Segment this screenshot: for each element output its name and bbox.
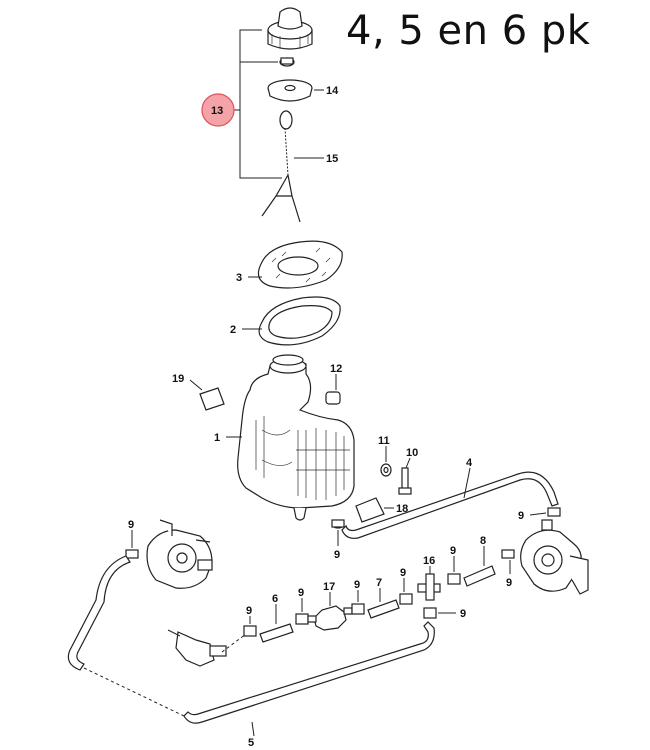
callout-9-pump-top: 9	[518, 510, 524, 522]
fuel-tank[interactable]	[237, 354, 355, 521]
clamp-9-pump-side[interactable]	[501, 549, 515, 559]
cap-gasket-14[interactable]	[267, 79, 313, 102]
fuel-pump-right[interactable]	[520, 519, 589, 595]
clamp-9-17[interactable]	[351, 603, 365, 615]
callout-9-tank: 9	[334, 549, 340, 561]
callout-9-6b: 9	[298, 587, 304, 599]
callout-14: 14	[326, 85, 339, 97]
callout-13: 13	[211, 105, 223, 117]
dashed-link	[83, 667, 185, 717]
clamp-9-t[interactable]	[423, 607, 437, 619]
callout-6: 6	[272, 593, 278, 605]
callout-10: 10	[406, 447, 418, 459]
page-title: 4, 5 en 6 pk	[346, 8, 591, 54]
callout-9-left-pump: 9	[128, 519, 134, 531]
highlight-callout-13	[201, 93, 235, 127]
callout-19: 19	[172, 373, 184, 385]
sticker-19[interactable]	[199, 387, 225, 411]
callout-12: 12	[330, 363, 342, 375]
clamp-9-tank[interactable]	[331, 519, 345, 529]
callout-9-8: 9	[450, 545, 456, 557]
fuel-connector[interactable]	[167, 629, 227, 667]
callout-16: 16	[423, 555, 435, 567]
callout-5: 5	[248, 737, 254, 749]
clamp-9-6b[interactable]	[295, 613, 309, 625]
fitting-12[interactable]	[325, 391, 341, 405]
callout-17: 17	[323, 581, 335, 593]
hose-8[interactable]	[463, 565, 496, 587]
gasket-2[interactable]	[258, 296, 341, 346]
callout-9-7: 9	[400, 567, 406, 579]
callout-9-pump-side: 9	[506, 577, 512, 589]
callout-3: 3	[236, 272, 242, 284]
callout-9-17: 9	[354, 579, 360, 591]
callout-18: 18	[396, 503, 408, 515]
callout-15: 15	[326, 153, 338, 165]
callout-11: 11	[378, 435, 390, 447]
callout-9-t: 9	[460, 608, 466, 620]
cap-nut	[279, 57, 295, 67]
gasket-3[interactable]	[257, 240, 343, 289]
callout-2: 2	[230, 324, 236, 336]
bolt-10[interactable]	[398, 467, 412, 495]
dashed-link-2	[221, 633, 247, 653]
washer-11[interactable]	[380, 463, 392, 477]
hose-5[interactable]	[183, 621, 435, 724]
t-connector-16[interactable]	[417, 573, 441, 601]
callout-4: 4	[466, 457, 473, 469]
hose-4[interactable]	[341, 471, 559, 539]
clamp-9-pump-top[interactable]	[547, 507, 561, 517]
clamp-9-7[interactable]	[399, 593, 413, 605]
callout-7: 7	[376, 577, 382, 589]
clamp-9-8[interactable]	[447, 573, 461, 585]
pad-18[interactable]	[355, 497, 385, 523]
fuel-filter-17[interactable]	[307, 605, 353, 631]
callout-8: 8	[480, 535, 486, 547]
fuel-cap[interactable]	[267, 7, 313, 50]
hose-7[interactable]	[367, 599, 400, 619]
fuel-pump-left[interactable]	[146, 519, 213, 589]
callout-1: 1	[214, 432, 220, 444]
cap-strap-15[interactable]	[261, 110, 301, 223]
callout-9-6: 9	[246, 605, 252, 617]
clamp-9-left-pump[interactable]	[125, 549, 139, 559]
clamp-9-6[interactable]	[243, 625, 257, 637]
hose-6[interactable]	[259, 623, 294, 643]
hose-left-loop	[67, 555, 131, 671]
